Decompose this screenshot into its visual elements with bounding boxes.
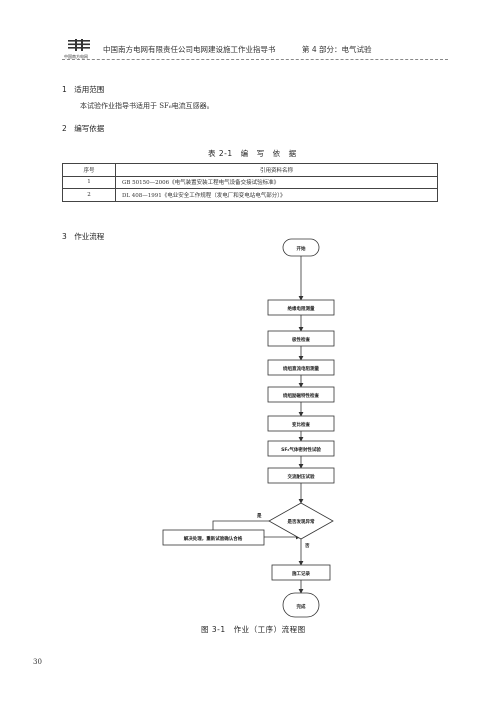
section-3-heading: 3 作业流程 bbox=[62, 232, 105, 241]
flow-step-label: 绝缘电阻测量 bbox=[288, 305, 315, 312]
flow-connectors bbox=[212, 256, 304, 594]
flow-decision: 是否发现异常 bbox=[268, 502, 334, 540]
flow-step-label: 绕组励磁特性检查 bbox=[283, 392, 319, 399]
flow-start-terminal bbox=[282, 238, 320, 257]
flow-end-label: 完成 bbox=[297, 603, 306, 610]
flow-step: SF₆气体密封性试验 bbox=[267, 440, 335, 457]
section-1-text: 本试验作业指导书适用于 SF₆电流互感器。 bbox=[80, 102, 214, 110]
row-ref: DL 408—1991《电业安全工作规程（发电厂和变电站电气部分）》 bbox=[115, 188, 438, 202]
flow-step: 极性检查 bbox=[267, 330, 335, 347]
header-title: 中国南方电网有限责任公司电网建设施工作业指导书 bbox=[103, 45, 276, 54]
flow-step: 绝缘电阻测量 bbox=[267, 299, 335, 316]
figure-caption: 图 3-1 作业（工序）流程图 bbox=[201, 625, 306, 634]
table-row: 2 DL 408—1991《电业安全工作规程（发电厂和变电站电气部分）》 bbox=[62, 188, 438, 202]
flow-end-terminal bbox=[282, 592, 320, 618]
flow-step-label: 交流耐压试验 bbox=[288, 473, 315, 480]
flow-decision-label: 是否发现异常 bbox=[287, 518, 315, 525]
flow-fix-label: 解决处理，重新试验确认合格 bbox=[184, 535, 243, 542]
flow-step-label: 绕组直流电阻测量 bbox=[283, 365, 319, 372]
flow-record-step: 施工记录 bbox=[271, 564, 331, 581]
flow-step: 绕组励磁特性检查 bbox=[267, 386, 335, 403]
flow-step-label: SF₆气体密封性试验 bbox=[281, 446, 321, 453]
flow-no-label: 否 bbox=[305, 542, 310, 549]
header-rule bbox=[62, 59, 448, 60]
page-number: 30 bbox=[33, 658, 42, 666]
flow-step: 绕组直流电阻测量 bbox=[267, 359, 335, 376]
reference-table: 序号 引用资料名称 1 GB 50150—2006《电气装置安装工程电气设备交接… bbox=[62, 163, 438, 202]
table-row: 1 GB 50150—2006《电气装置安装工程电气设备交接试验标准》 bbox=[62, 175, 438, 189]
table-caption: 表 2-1 编 写 依 据 bbox=[208, 149, 297, 158]
flow-yes-label: 是 bbox=[256, 512, 262, 519]
flow-start-label: 开始 bbox=[297, 245, 306, 252]
flow-step-label: 极性检查 bbox=[292, 336, 310, 343]
grid-logo-icon bbox=[68, 39, 90, 51]
flow-step-label: 变比检查 bbox=[292, 421, 310, 428]
logo-caption: 中国南方电网 bbox=[64, 54, 88, 59]
flow-step: 交流耐压试验 bbox=[267, 467, 335, 484]
header-part-label: 第 4 部分：电气试验 bbox=[302, 45, 372, 54]
company-logo bbox=[68, 38, 90, 52]
flow-fix-step: 解决处理，重新试验确认合格 bbox=[162, 529, 265, 546]
flow-record-label: 施工记录 bbox=[292, 570, 310, 577]
flow-step: 变比检查 bbox=[267, 415, 335, 432]
section-1-heading: 1 适用范围 bbox=[62, 85, 105, 94]
section-2-heading: 2 编写依据 bbox=[62, 124, 105, 133]
